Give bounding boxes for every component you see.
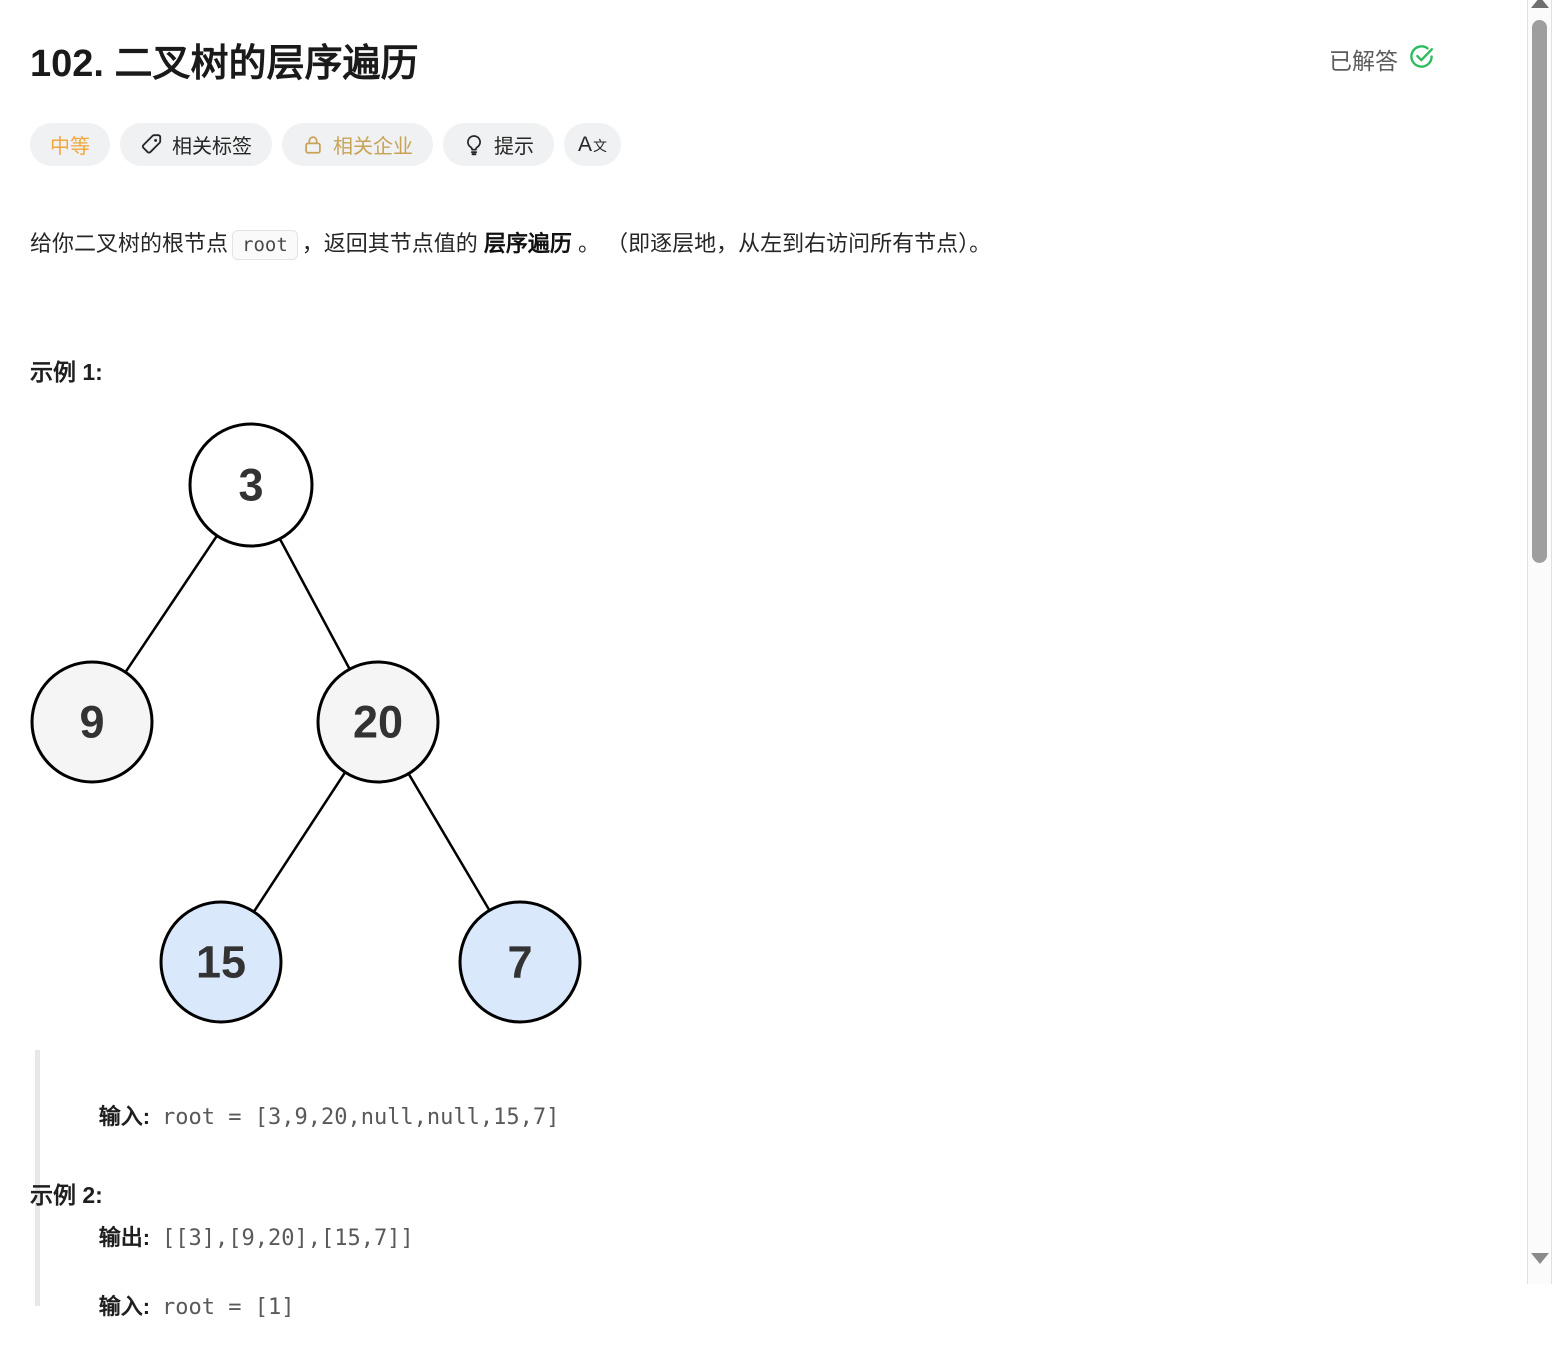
- text-size-button[interactable]: A文: [564, 123, 622, 166]
- desc-bold-term: 层序遍历: [483, 231, 572, 256]
- output-label: 输出:: [98, 1225, 151, 1250]
- desc-part2: ，返回其节点值的: [301, 231, 484, 256]
- tree-node-value: 20: [353, 697, 403, 748]
- example1-input-line: 输入: root = [3,9,20,null,null,15,7]: [62, 1057, 560, 1178]
- tree-node-value: 7: [507, 937, 532, 988]
- inline-code-root: root: [232, 230, 298, 260]
- tree-node: [316, 660, 440, 784]
- vertical-scrollbar[interactable]: [1527, 0, 1552, 1284]
- example1-output-line: 输出: [[3],[9,20],[15,7]]: [62, 1178, 559, 1299]
- hint-button[interactable]: 提示: [443, 123, 554, 166]
- lock-icon: [302, 134, 324, 156]
- scrollbar-down-arrow[interactable]: [1531, 1253, 1549, 1264]
- page-title: 102. 二叉树的层序遍历: [30, 43, 419, 85]
- input-label: 输入:: [98, 1104, 151, 1129]
- tree-node: [188, 422, 314, 548]
- example1-io-block: 输入: root = [3,9,20,null,null,15,7] 输出: [[3…: [35, 1050, 559, 1306]
- badge-row: 中等 相关标签 相关企业: [30, 123, 622, 166]
- example2-io-block: 输入: root = [1]: [35, 1240, 294, 1320]
- binary-tree-svg: 3 9 20 15 7: [30, 422, 582, 1024]
- tree-node: [458, 900, 582, 1024]
- input-value: root = [1]: [162, 1295, 295, 1320]
- tag-icon: [140, 133, 163, 156]
- tree-node-value: 15: [196, 937, 246, 988]
- input-value: root = [3,9,20,null,null,15,7]: [162, 1105, 560, 1130]
- tree-node: [30, 660, 154, 784]
- solved-label: 已解答: [1329, 48, 1398, 74]
- related-companies-label: 相关企业: [333, 136, 413, 158]
- tree-node-value: 3: [238, 460, 263, 511]
- binary-tree-figure: 3 9 20 15 7: [30, 420, 586, 1030]
- text-size-icon: A文: [578, 132, 608, 156]
- desc-part3: 。 （即逐层地，从左到右访问所有节点）。: [571, 231, 992, 256]
- input-label: 输入:: [98, 1294, 151, 1319]
- example2-heading: 示例 2:: [30, 1182, 103, 1208]
- problem-page: 102. 二叉树的层序遍历 已解答 中等 相关标签: [30, 42, 1435, 1320]
- hint-label: 提示: [494, 136, 534, 158]
- related-tags-label: 相关标签: [172, 136, 252, 158]
- scrollbar-thumb[interactable]: [1532, 20, 1547, 563]
- scrollbar-up-arrow[interactable]: [1531, 0, 1549, 8]
- difficulty-badge[interactable]: 中等: [30, 123, 110, 166]
- solved-status: 已解答: [1329, 42, 1435, 76]
- output-value: [[3],[9,20],[15,7]]: [162, 1226, 414, 1251]
- example1-heading: 示例 1:: [30, 359, 103, 385]
- desc-part1: 给你二叉树的根节点: [30, 231, 229, 256]
- lightbulb-icon: [463, 134, 485, 156]
- related-tags-button[interactable]: 相关标签: [120, 123, 272, 166]
- example2-input-line: 输入: root = [1]: [62, 1247, 295, 1368]
- tree-node-value: 9: [79, 697, 104, 748]
- solved-check-icon: [1408, 43, 1435, 76]
- related-companies-button[interactable]: 相关企业: [282, 123, 433, 166]
- tree-node: [159, 900, 283, 1024]
